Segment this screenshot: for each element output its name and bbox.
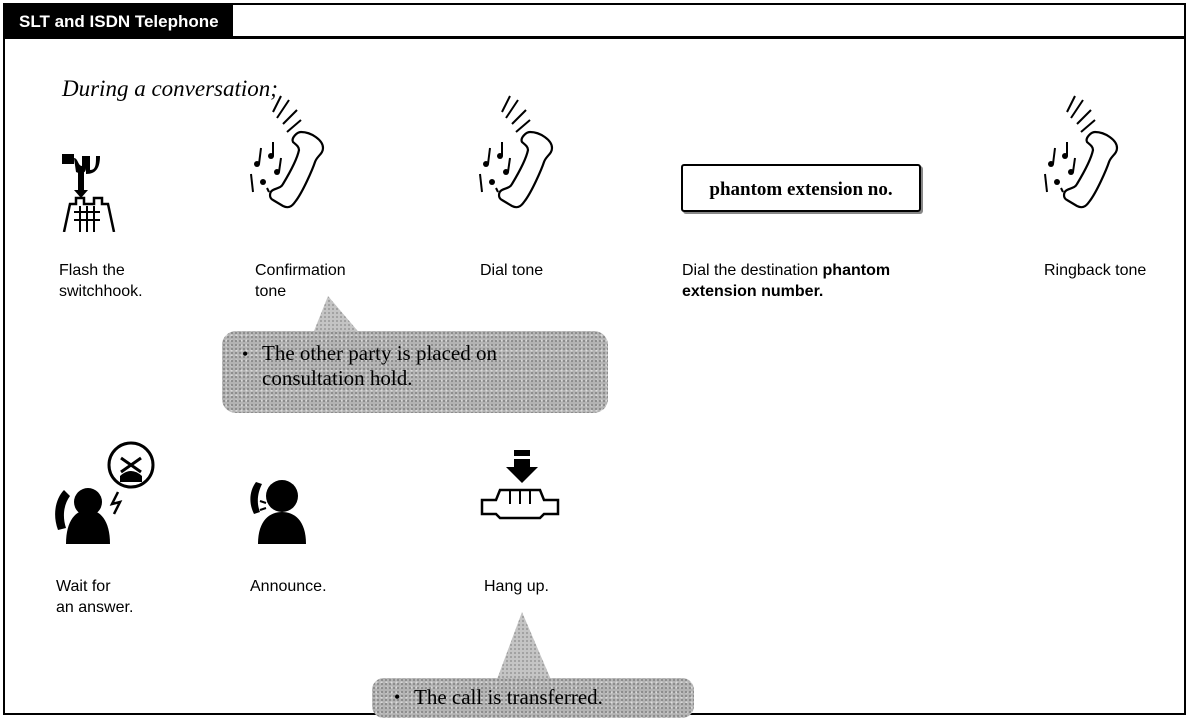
handset-tone-icon [250,95,325,209]
person-speaking-icon [250,480,306,544]
callout-pointer [496,612,552,682]
hang-up-icon [480,450,560,520]
handset-tone-icon [1044,95,1119,209]
step-dialtone-label: Dial tone [480,262,544,279]
step-announce-label: Announce. [250,578,327,595]
switchhook-icon [62,154,116,232]
person-waiting-phone-icon [55,441,155,544]
phantom-extension-box: phantom extension no. [681,164,921,212]
section-header: SLT and ISDN Telephone [5,5,233,39]
step-hangup-label: Hang up. [484,578,549,595]
callout-hold: • The other party is placed on consultat… [222,331,608,413]
header-rule [5,36,1184,39]
subtitle: During a conversation; [62,76,278,101]
callout-pointer [312,296,362,336]
handset-tone-icon [479,95,554,209]
callout-transfer: • The call is transferred. [372,678,694,718]
step-ringback-label: Ringback tone [1044,262,1147,279]
